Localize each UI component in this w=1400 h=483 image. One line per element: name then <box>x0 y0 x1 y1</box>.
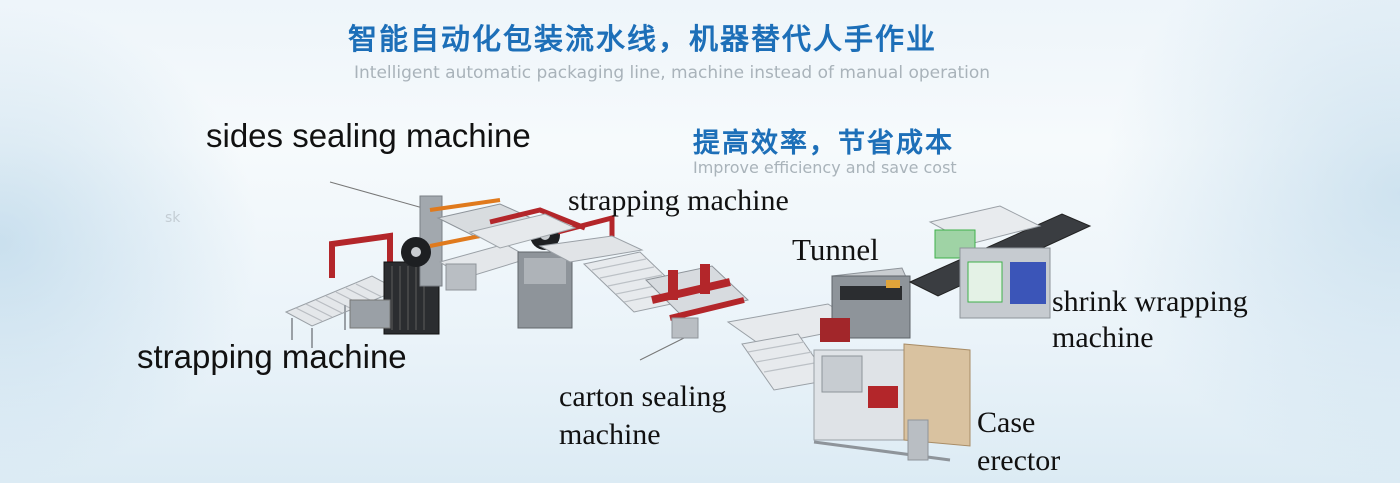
label-case-erector: Case erector <box>977 406 1061 477</box>
background-glow-right <box>1100 0 1400 483</box>
infeed-conveyor <box>284 275 400 348</box>
headline-english: Intelligent automatic packaging line, ma… <box>354 63 991 83</box>
subheadline-english: Improve efficiency and save cost <box>693 158 957 177</box>
label-tunnel: Tunnel <box>792 232 879 267</box>
shrink-tunnel <box>820 267 911 342</box>
case-erector <box>813 343 971 462</box>
strapping-machine-center <box>517 235 644 329</box>
background-glow-left <box>0 0 260 483</box>
headline-chinese: 智能自动化包装流水线，机器替代人手作业 <box>348 22 938 56</box>
label-sides-sealing-machine: sides sealing machine <box>206 117 531 154</box>
label-shrink-wrapping-machine: shrink wrapping machine <box>1052 285 1248 350</box>
leader-line-carton <box>639 334 691 361</box>
shrink-wrapping-machine <box>908 205 1092 319</box>
carton-sealing-machine <box>644 264 750 339</box>
sides-sealing-machine <box>401 195 615 291</box>
subheadline-chinese: 提高效率，节省成本 <box>693 128 954 159</box>
leader-line-sides <box>329 181 431 211</box>
label-strapping-machine-left: strapping machine <box>137 338 407 375</box>
label-strapping-machine-top: strapping machine <box>568 184 789 217</box>
svg-text:sk: sk <box>165 210 181 226</box>
label-carton-sealing-machine: carton sealing machine <box>559 380 727 451</box>
